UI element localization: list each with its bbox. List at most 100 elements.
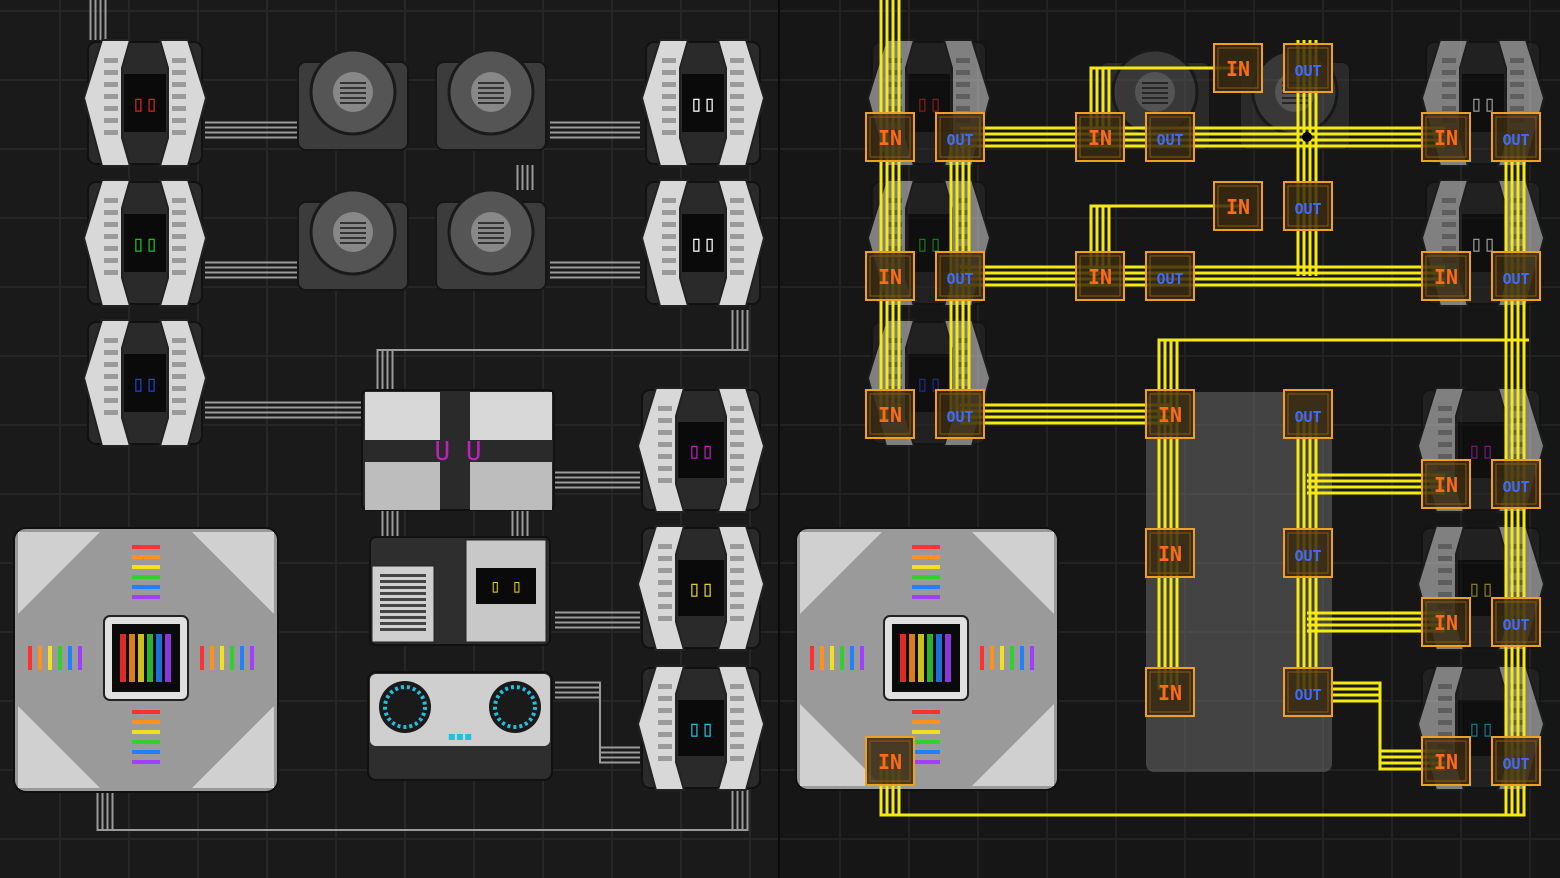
port-in-label: IN xyxy=(878,126,902,150)
input-port[interactable]: IN xyxy=(1075,112,1125,162)
port-in-label: IN xyxy=(1158,403,1182,427)
output-port[interactable]: OUT xyxy=(1283,43,1333,93)
port-out-label: OUT xyxy=(1502,616,1529,634)
svg-text:▯▯: ▯▯ xyxy=(1468,439,1495,464)
core-machine[interactable] xyxy=(13,527,279,793)
input-port[interactable]: IN xyxy=(1421,459,1471,509)
output-port[interactable]: OUT xyxy=(1491,251,1541,301)
fabricator-machine[interactable]: ▯ ▯ xyxy=(369,536,551,646)
svg-text:▯▯: ▯▯ xyxy=(688,717,715,742)
machine-layout-view: ▯▯ ▯▯ ▯▯ ▯▯ ▯▯ U U ▯▯ ▯ ▯ ▯▯ ▪▪▪ ▯▯ xyxy=(0,0,780,878)
output-port[interactable]: OUT xyxy=(935,112,985,162)
port-out-label: OUT xyxy=(1294,547,1321,565)
wire-bundle xyxy=(96,780,749,831)
crusher-cyan[interactable]: ▯▯ xyxy=(636,665,766,791)
crusher-red[interactable]: ▯▯ xyxy=(82,39,208,167)
input-port[interactable]: IN xyxy=(865,251,915,301)
input-port[interactable]: IN xyxy=(1421,597,1471,647)
port-in-label: IN xyxy=(1088,126,1112,150)
grinder-1[interactable] xyxy=(297,48,409,151)
crusher-white-1[interactable]: ▯▯ xyxy=(640,39,766,167)
port-out-label: OUT xyxy=(1294,200,1321,218)
wire-bundle xyxy=(376,310,749,400)
output-port[interactable]: OUT xyxy=(1145,112,1195,162)
grinder-3[interactable] xyxy=(297,188,409,291)
port-out-label: OUT xyxy=(1502,131,1529,149)
svg-text:▯▯: ▯▯ xyxy=(690,232,717,257)
item-wire xyxy=(960,403,1170,425)
port-out-label: OUT xyxy=(946,408,973,426)
input-port[interactable]: IN xyxy=(865,112,915,162)
cooler-machine[interactable]: ▪▪▪ xyxy=(367,671,553,781)
wire-bundle xyxy=(205,261,300,279)
wire-bundle xyxy=(205,121,300,139)
item-wire xyxy=(960,265,1445,287)
grinder-4[interactable] xyxy=(435,188,547,291)
port-out-label: OUT xyxy=(1294,408,1321,426)
port-out-label: OUT xyxy=(946,270,973,288)
wire-bundle xyxy=(555,611,640,629)
svg-text:▯▯: ▯▯ xyxy=(132,92,159,117)
output-port[interactable]: OUT xyxy=(1491,736,1541,786)
wire-bundle xyxy=(550,121,640,139)
port-out-label: OUT xyxy=(1502,755,1529,773)
svg-text:▯▯: ▯▯ xyxy=(688,439,715,464)
svg-text:▪▪▪: ▪▪▪ xyxy=(448,729,472,743)
output-port[interactable]: OUT xyxy=(935,251,985,301)
core-machine-right[interactable] xyxy=(795,527,1059,791)
input-port[interactable]: IN xyxy=(1145,389,1195,439)
output-port[interactable]: OUT xyxy=(1283,667,1333,717)
crusher-yellow[interactable]: ▯▯ xyxy=(636,525,766,651)
port-in-label: IN xyxy=(1434,473,1458,497)
input-port[interactable]: IN xyxy=(1421,736,1471,786)
svg-text:▯▯: ▯▯ xyxy=(132,372,159,397)
port-out-label: OUT xyxy=(1502,270,1529,288)
port-in-label: IN xyxy=(1434,611,1458,635)
crusher-green[interactable]: ▯▯ xyxy=(82,179,208,307)
port-out-label: OUT xyxy=(1294,62,1321,80)
input-port[interactable]: IN xyxy=(1075,251,1125,301)
output-port[interactable]: OUT xyxy=(1491,459,1541,509)
crusher-magenta[interactable]: ▯▯ xyxy=(636,387,766,513)
wire-bundle xyxy=(89,0,107,40)
port-in-label: IN xyxy=(1158,681,1182,705)
input-port[interactable]: IN xyxy=(1145,667,1195,717)
input-port[interactable]: IN xyxy=(1421,112,1471,162)
output-port[interactable]: OUT xyxy=(1283,528,1333,578)
input-port[interactable]: IN xyxy=(865,389,915,439)
machine-layout-canvas: ▯▯ ▯▯ ▯▯ ▯▯ ▯▯ U U ▯▯ ▯ ▯ ▯▯ ▪▪▪ ▯▯ xyxy=(13,0,766,831)
port-out-label: OUT xyxy=(1156,131,1183,149)
grinder-2[interactable] xyxy=(435,48,547,151)
wire-bundle xyxy=(550,261,640,279)
input-port[interactable]: IN xyxy=(1213,181,1263,231)
port-out-label: OUT xyxy=(946,131,973,149)
crusher-white-2[interactable]: ▯▯ xyxy=(640,179,766,307)
output-port[interactable]: OUT xyxy=(1283,181,1333,231)
port-out-label: OUT xyxy=(1502,478,1529,496)
input-port[interactable]: IN xyxy=(1213,43,1263,93)
output-port[interactable]: OUT xyxy=(935,389,985,439)
output-port[interactable]: OUT xyxy=(1145,251,1195,301)
svg-text:▯▯: ▯▯ xyxy=(1468,577,1495,602)
output-port[interactable]: OUT xyxy=(1491,112,1541,162)
wire-bundle xyxy=(555,681,640,764)
port-in-label: IN xyxy=(1434,126,1458,150)
port-in-label: IN xyxy=(878,750,902,774)
port-out-label: OUT xyxy=(1156,270,1183,288)
input-port[interactable]: IN xyxy=(865,736,915,786)
item-wire xyxy=(1330,681,1445,771)
port-in-label: IN xyxy=(1434,750,1458,774)
output-port[interactable]: OUT xyxy=(1491,597,1541,647)
output-port[interactable]: OUT xyxy=(1283,389,1333,439)
wire-junction xyxy=(1302,132,1312,142)
port-in-label: IN xyxy=(878,403,902,427)
crusher-blue[interactable]: ▯▯ xyxy=(82,319,208,447)
assembler-machine[interactable]: U U xyxy=(361,389,555,511)
svg-text:▯▯: ▯▯ xyxy=(688,577,715,602)
item-wire xyxy=(879,0,901,420)
input-port[interactable]: IN xyxy=(1145,528,1195,578)
svg-text:▯▯: ▯▯ xyxy=(132,232,159,257)
input-port[interactable]: IN xyxy=(1421,251,1471,301)
